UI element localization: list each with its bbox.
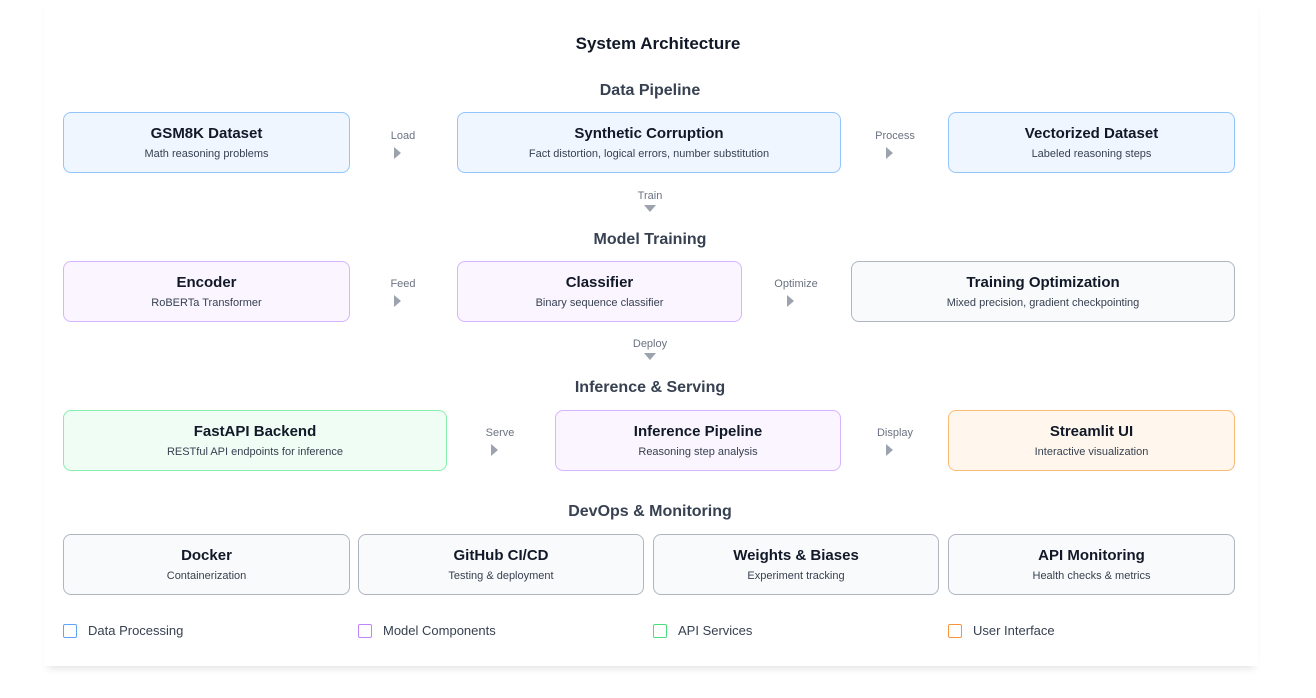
box-name: FastAPI Backend (193, 422, 317, 440)
box-name: GitHub CI/CD (453, 546, 549, 564)
box-desc: Reasoning step analysis (638, 445, 758, 458)
box-streamlit-ui: Streamlit UI Interactive visualization (948, 410, 1235, 471)
connector-label: Display (876, 427, 914, 439)
connector-load: Load (358, 129, 448, 159)
box-name: Encoder (176, 273, 237, 291)
box-name: Synthetic Corruption (574, 124, 724, 142)
connector-optimize: Optimize (751, 277, 841, 307)
connector-deploy: Deploy (600, 337, 700, 360)
box-desc: Health checks & metrics (1032, 569, 1151, 582)
section-title-devops: DevOps & Monitoring (568, 503, 732, 520)
connector-serve: Serve (455, 426, 545, 456)
connector-process: Process (850, 129, 940, 159)
box-desc: RoBERTa Transformer (151, 296, 262, 309)
arrow-down-icon (644, 353, 656, 360)
box-name: Streamlit UI (1049, 422, 1134, 440)
box-name: Classifier (565, 273, 634, 291)
arrow-right-icon (786, 295, 794, 307)
connector-label: Deploy (632, 338, 668, 350)
box-docker: Docker Containerization (63, 534, 350, 595)
box-name: Vectorized Dataset (1024, 124, 1159, 142)
box-synthetic-corruption: Synthetic Corruption Fact distortion, lo… (457, 112, 841, 173)
box-api-monitoring: API Monitoring Health checks & metrics (948, 534, 1235, 595)
connector-label: Load (390, 130, 416, 142)
legend-item-api-services: API Services (653, 623, 752, 638)
box-name: Docker (181, 546, 232, 564)
connector-display: Display (850, 426, 940, 456)
connector-label: Feed (390, 278, 416, 290)
box-desc: Fact distortion, logical errors, number … (528, 147, 770, 160)
box-desc: Interactive visualization (1034, 445, 1149, 458)
box-desc: Containerization (166, 569, 247, 582)
legend-item-data-processing: Data Processing (63, 623, 183, 638)
legend-swatch (948, 623, 962, 638)
box-desc: Math reasoning problems (144, 147, 269, 160)
diagram-title: System Architecture (575, 34, 741, 53)
box-desc: Binary sequence classifier (535, 296, 664, 309)
legend-item-model-components: Model Components (358, 623, 496, 638)
legend-label: User Interface (973, 623, 1055, 638)
section-title-inference: Inference & Serving (574, 379, 726, 396)
box-desc: Labeled reasoning steps (1031, 147, 1152, 160)
section-title-data-pipeline: Data Pipeline (599, 82, 701, 99)
connector-train: Train (600, 189, 700, 212)
legend-label: Model Components (383, 623, 496, 638)
box-vectorized-dataset: Vectorized Dataset Labeled reasoning ste… (948, 112, 1235, 173)
box-desc: RESTful API endpoints for inference (166, 445, 344, 458)
connector-feed: Feed (358, 277, 448, 307)
box-github-cicd: GitHub CI/CD Testing & deployment (358, 534, 644, 595)
legend-swatch (63, 623, 77, 638)
box-weights-biases: Weights & Biases Experiment tracking (653, 534, 939, 595)
connector-label: Process (875, 130, 915, 142)
arrow-right-icon (885, 147, 893, 159)
box-desc: Testing & deployment (448, 569, 554, 582)
arrow-right-icon (393, 147, 401, 159)
box-fastapi-backend: FastAPI Backend RESTful API endpoints fo… (63, 410, 447, 471)
arrow-right-icon (490, 444, 498, 456)
arrow-down-icon (644, 205, 656, 212)
connector-label: Serve (485, 427, 515, 439)
box-name: Training Optimization (966, 273, 1120, 291)
box-gsm8k-dataset: GSM8K Dataset Math reasoning problems (63, 112, 350, 173)
box-name: API Monitoring (1038, 546, 1145, 564)
legend-swatch (358, 623, 372, 638)
box-classifier: Classifier Binary sequence classifier (457, 261, 742, 322)
section-title-model-training: Model Training (593, 231, 707, 248)
box-desc: Mixed precision, gradient checkpointing (946, 296, 1140, 309)
legend-swatch (653, 623, 667, 638)
box-desc: Experiment tracking (747, 569, 845, 582)
box-training-optimization: Training Optimization Mixed precision, g… (851, 261, 1235, 322)
connector-label: Train (637, 190, 663, 202)
legend-label: Data Processing (88, 623, 184, 638)
arrow-right-icon (885, 444, 893, 456)
legend-item-user-interface: User Interface (948, 623, 1055, 638)
box-encoder: Encoder RoBERTa Transformer (63, 261, 350, 322)
arrow-right-icon (393, 295, 401, 307)
box-name: GSM8K Dataset (150, 124, 263, 142)
connector-label: Optimize (774, 278, 818, 290)
box-inference-pipeline: Inference Pipeline Reasoning step analys… (555, 410, 841, 471)
box-name: Inference Pipeline (633, 422, 763, 440)
legend-label: API Services (678, 623, 753, 638)
box-name: Weights & Biases (733, 546, 859, 564)
